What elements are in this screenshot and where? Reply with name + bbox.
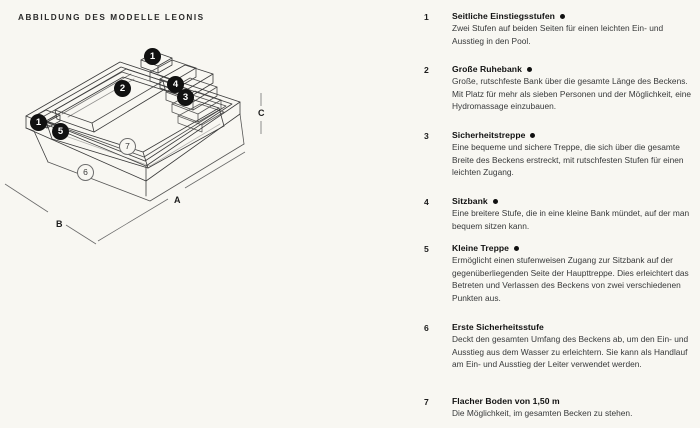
dim-b-line-lower	[65, 224, 97, 245]
legend-title: Erste Sicherheitsstufe	[452, 322, 544, 332]
legend-title: Flacher Boden von 1,50 m	[452, 396, 560, 406]
legend-item-7: 7 Flacher Boden von 1,50 m Die Möglichke…	[424, 396, 696, 420]
legend-title-row: Kleine Treppe	[452, 243, 696, 253]
legend-title-row: Seitliche Einstiegsstufen	[452, 11, 696, 21]
legend-number: 4	[424, 196, 429, 207]
legend-description: Deckt den gesamten Umfang des Beckens ab…	[452, 334, 689, 370]
legend-number: 7	[424, 396, 429, 407]
pool-marker-6[interactable]: 6	[77, 164, 94, 181]
legend-title: Große Ruhebank	[452, 64, 522, 74]
dim-a-line-lower	[97, 198, 169, 242]
legend-item-1: 1 Seitliche Einstiegsstufen Zwei Stufen …	[424, 11, 696, 47]
legend-title: Kleine Treppe	[452, 243, 510, 253]
legend-number: 6	[424, 322, 429, 333]
legend-bullet-dot-icon	[559, 13, 565, 19]
legend-item-5: 5 Kleine Treppe Ermöglicht einen stufenw…	[424, 243, 696, 304]
legend-bullet-dot-icon	[530, 132, 536, 138]
dimension-label-a: A	[174, 195, 181, 205]
legend-body: Flacher Boden von 1,50 m Die Möglichkeit…	[452, 396, 696, 420]
legend-number: 3	[424, 130, 429, 141]
dim-b-line-upper	[4, 183, 49, 213]
legend-item-6: 6 Erste Sicherheitsstufe Deckt den gesam…	[424, 322, 696, 371]
legend-description: Zwei Stufen auf beiden Seiten für einen …	[452, 23, 664, 46]
legend-title-row: Sicherheitstreppe	[452, 130, 696, 140]
legend-description: Die Möglichkeit, im gesamten Becken zu s…	[452, 408, 633, 418]
pool-marker-7[interactable]: 7	[119, 138, 136, 155]
legend-number: 2	[424, 64, 429, 75]
pool-marker-1-left[interactable]: 1	[30, 114, 47, 131]
pool-marker-2[interactable]: 2	[114, 80, 131, 97]
legend-bullet-dot-icon	[526, 66, 532, 72]
pool-marker-3[interactable]: 3	[177, 89, 194, 106]
legend-description: Ermöglicht einen stufenweisen Zugang zur…	[452, 255, 689, 303]
legend-title-row: Sitzbank	[452, 196, 696, 206]
legend-number: 5	[424, 243, 429, 254]
legend-description: Eine bequeme und sichere Treppe, die sic…	[452, 142, 684, 178]
figure-title: ABBILDUNG DES MODELLE LEONIS	[18, 13, 205, 22]
pool-isometric-drawing	[4, 51, 262, 245]
legend-body: Seitliche Einstiegsstufen Zwei Stufen au…	[452, 11, 696, 47]
legend-item-3: 3 Sicherheitstreppe Eine bequeme und sic…	[424, 130, 696, 179]
dim-a-line-upper	[184, 151, 246, 189]
legend-title-row: Erste Sicherheitsstufe	[452, 322, 696, 332]
legend-title-row: Große Ruhebank	[452, 64, 696, 74]
legend-description: Große, rutschfeste Bank über die gesamte…	[452, 76, 692, 112]
dimension-leaders	[4, 93, 262, 245]
legend-item-2: 2 Große Ruhebank Große, rutschfeste Bank…	[424, 64, 696, 113]
legend-body: Sitzbank Eine breitere Stufe, die in ein…	[452, 196, 696, 232]
legend-bullet-dot-icon	[492, 198, 498, 204]
pool-marker-4[interactable]: 4	[167, 76, 184, 93]
legend-title: Sicherheitstreppe	[452, 130, 526, 140]
legend-title: Seitliche Einstiegsstufen	[452, 11, 555, 21]
pool-body-outline	[25, 51, 245, 202]
legend-item-4: 4 Sitzbank Eine breitere Stufe, die in e…	[424, 196, 696, 232]
figure-panel: ABBILDUNG DES MODELLE LEONIS	[4, 13, 265, 245]
legend-title: Sitzbank	[452, 196, 488, 206]
legend-panel: 1 Seitliche Einstiegsstufen Zwei Stufen …	[410, 0, 700, 428]
pool-marker-1-top[interactable]: 1	[144, 48, 161, 65]
legend-description: Eine breitere Stufe, die in eine kleine …	[452, 208, 690, 231]
legend-body: Sicherheitstreppe Eine bequeme und siche…	[452, 130, 696, 179]
legend-title-row: Flacher Boden von 1,50 m	[452, 396, 696, 406]
legend-body: Erste Sicherheitsstufe Deckt den gesamte…	[452, 322, 696, 371]
legend-bullet-dot-icon	[514, 245, 520, 251]
legend-body: Kleine Treppe Ermöglicht einen stufenwei…	[452, 243, 696, 304]
pool-marker-5[interactable]: 5	[52, 123, 69, 140]
legend-number: 1	[424, 11, 429, 22]
legend-body: Große Ruhebank Große, rutschfeste Bank ü…	[452, 64, 696, 113]
dimension-label-b: B	[56, 219, 63, 229]
dimension-label-c: C	[258, 108, 265, 118]
